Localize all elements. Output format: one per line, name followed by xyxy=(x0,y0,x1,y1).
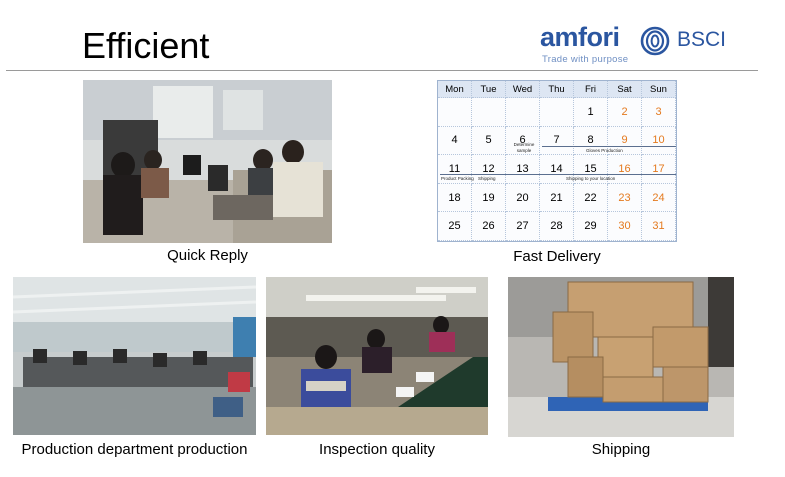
day-cell: 27 xyxy=(506,212,540,241)
note-shipping: Shipping xyxy=(478,176,496,181)
note-product-packing: Product Packing xyxy=(441,176,474,181)
day-cell xyxy=(540,98,574,127)
office-photo xyxy=(83,80,332,243)
day-cell: 15 xyxy=(574,155,608,184)
day-cell-weekend: 23 xyxy=(608,183,642,213)
day-cell-weekend: 31 xyxy=(642,212,676,241)
shipping-photo xyxy=(508,277,734,437)
day-cell-weekend: 3 xyxy=(642,98,676,127)
day-cell: 11 xyxy=(438,155,472,184)
logo-bsci: BSCI xyxy=(677,28,727,51)
page-title: Efficient xyxy=(82,25,210,66)
day-cell: 21 xyxy=(540,183,574,213)
caption-inspection: Inspection quality xyxy=(319,441,435,458)
day-cell: 28 xyxy=(540,212,574,241)
day-header: Mon xyxy=(438,81,472,98)
day-header: Tue xyxy=(472,81,506,98)
day-cell-weekend: 17 xyxy=(642,155,676,184)
day-cell xyxy=(438,98,472,127)
day-header: Sat xyxy=(608,81,642,98)
day-cell: 26 xyxy=(472,212,506,241)
day-cell xyxy=(472,98,506,127)
day-cell-weekend: 30 xyxy=(608,212,642,241)
caption-production: Production department production xyxy=(21,441,248,458)
shipping-bar xyxy=(440,174,676,175)
day-cell-weekend: 9 xyxy=(608,126,642,156)
day-cell: 1 xyxy=(574,98,608,127)
day-cell: 6 xyxy=(506,126,540,156)
gloves-production-bar xyxy=(542,146,676,147)
delivery-calendar: Mon Tue Wed Thu Fri Sat Sun 1 2 3 4 5 6 … xyxy=(437,80,677,242)
caption-fast-delivery: Fast Delivery xyxy=(513,248,601,265)
caption-shipping: Shipping xyxy=(591,441,651,458)
caption-quick-reply: Quick Reply xyxy=(167,247,248,264)
logo-wordmark: amfori xyxy=(540,22,620,52)
day-cell: 25 xyxy=(438,212,472,241)
day-cell: 18 xyxy=(438,183,472,213)
day-cell: 12 xyxy=(472,155,506,184)
note-determine-sample: Determine sample xyxy=(513,142,535,153)
day-cell-weekend: 16 xyxy=(608,155,642,184)
day-cell-weekend: 2 xyxy=(608,98,642,127)
day-cell-weekend: 24 xyxy=(642,183,676,213)
amfori-bsci-logo: amfori BSCI Trade with purpose xyxy=(540,22,740,68)
note-gloves-production: Gloves Production xyxy=(586,148,623,153)
day-cell: 13 xyxy=(506,155,540,184)
day-header: Thu xyxy=(540,81,574,98)
day-cell: 22 xyxy=(574,183,608,213)
day-cell: 4 xyxy=(438,126,472,156)
note-shipping-location: Shipping to your location xyxy=(566,176,616,181)
day-cell-weekend: 10 xyxy=(642,126,676,156)
title-divider xyxy=(6,70,758,71)
day-cell: 5 xyxy=(472,126,506,156)
inspection-photo xyxy=(266,277,488,435)
calendar-grid: Mon Tue Wed Thu Fri Sat Sun 1 2 3 4 5 6 … xyxy=(438,81,676,241)
amfori-swirl-icon xyxy=(640,26,670,56)
day-cell: 14 xyxy=(540,155,574,184)
day-header: Fri xyxy=(574,81,608,98)
day-header: Sun xyxy=(642,81,676,98)
production-floor-photo xyxy=(13,277,256,435)
day-cell: 8 xyxy=(574,126,608,156)
day-cell: 19 xyxy=(472,183,506,213)
day-cell: 29 xyxy=(574,212,608,241)
day-cell: 20 xyxy=(506,183,540,213)
logo-tagline: Trade with purpose xyxy=(542,54,629,65)
day-cell xyxy=(506,98,540,127)
day-header: Wed xyxy=(506,81,540,98)
day-cell: 7 xyxy=(540,126,574,156)
